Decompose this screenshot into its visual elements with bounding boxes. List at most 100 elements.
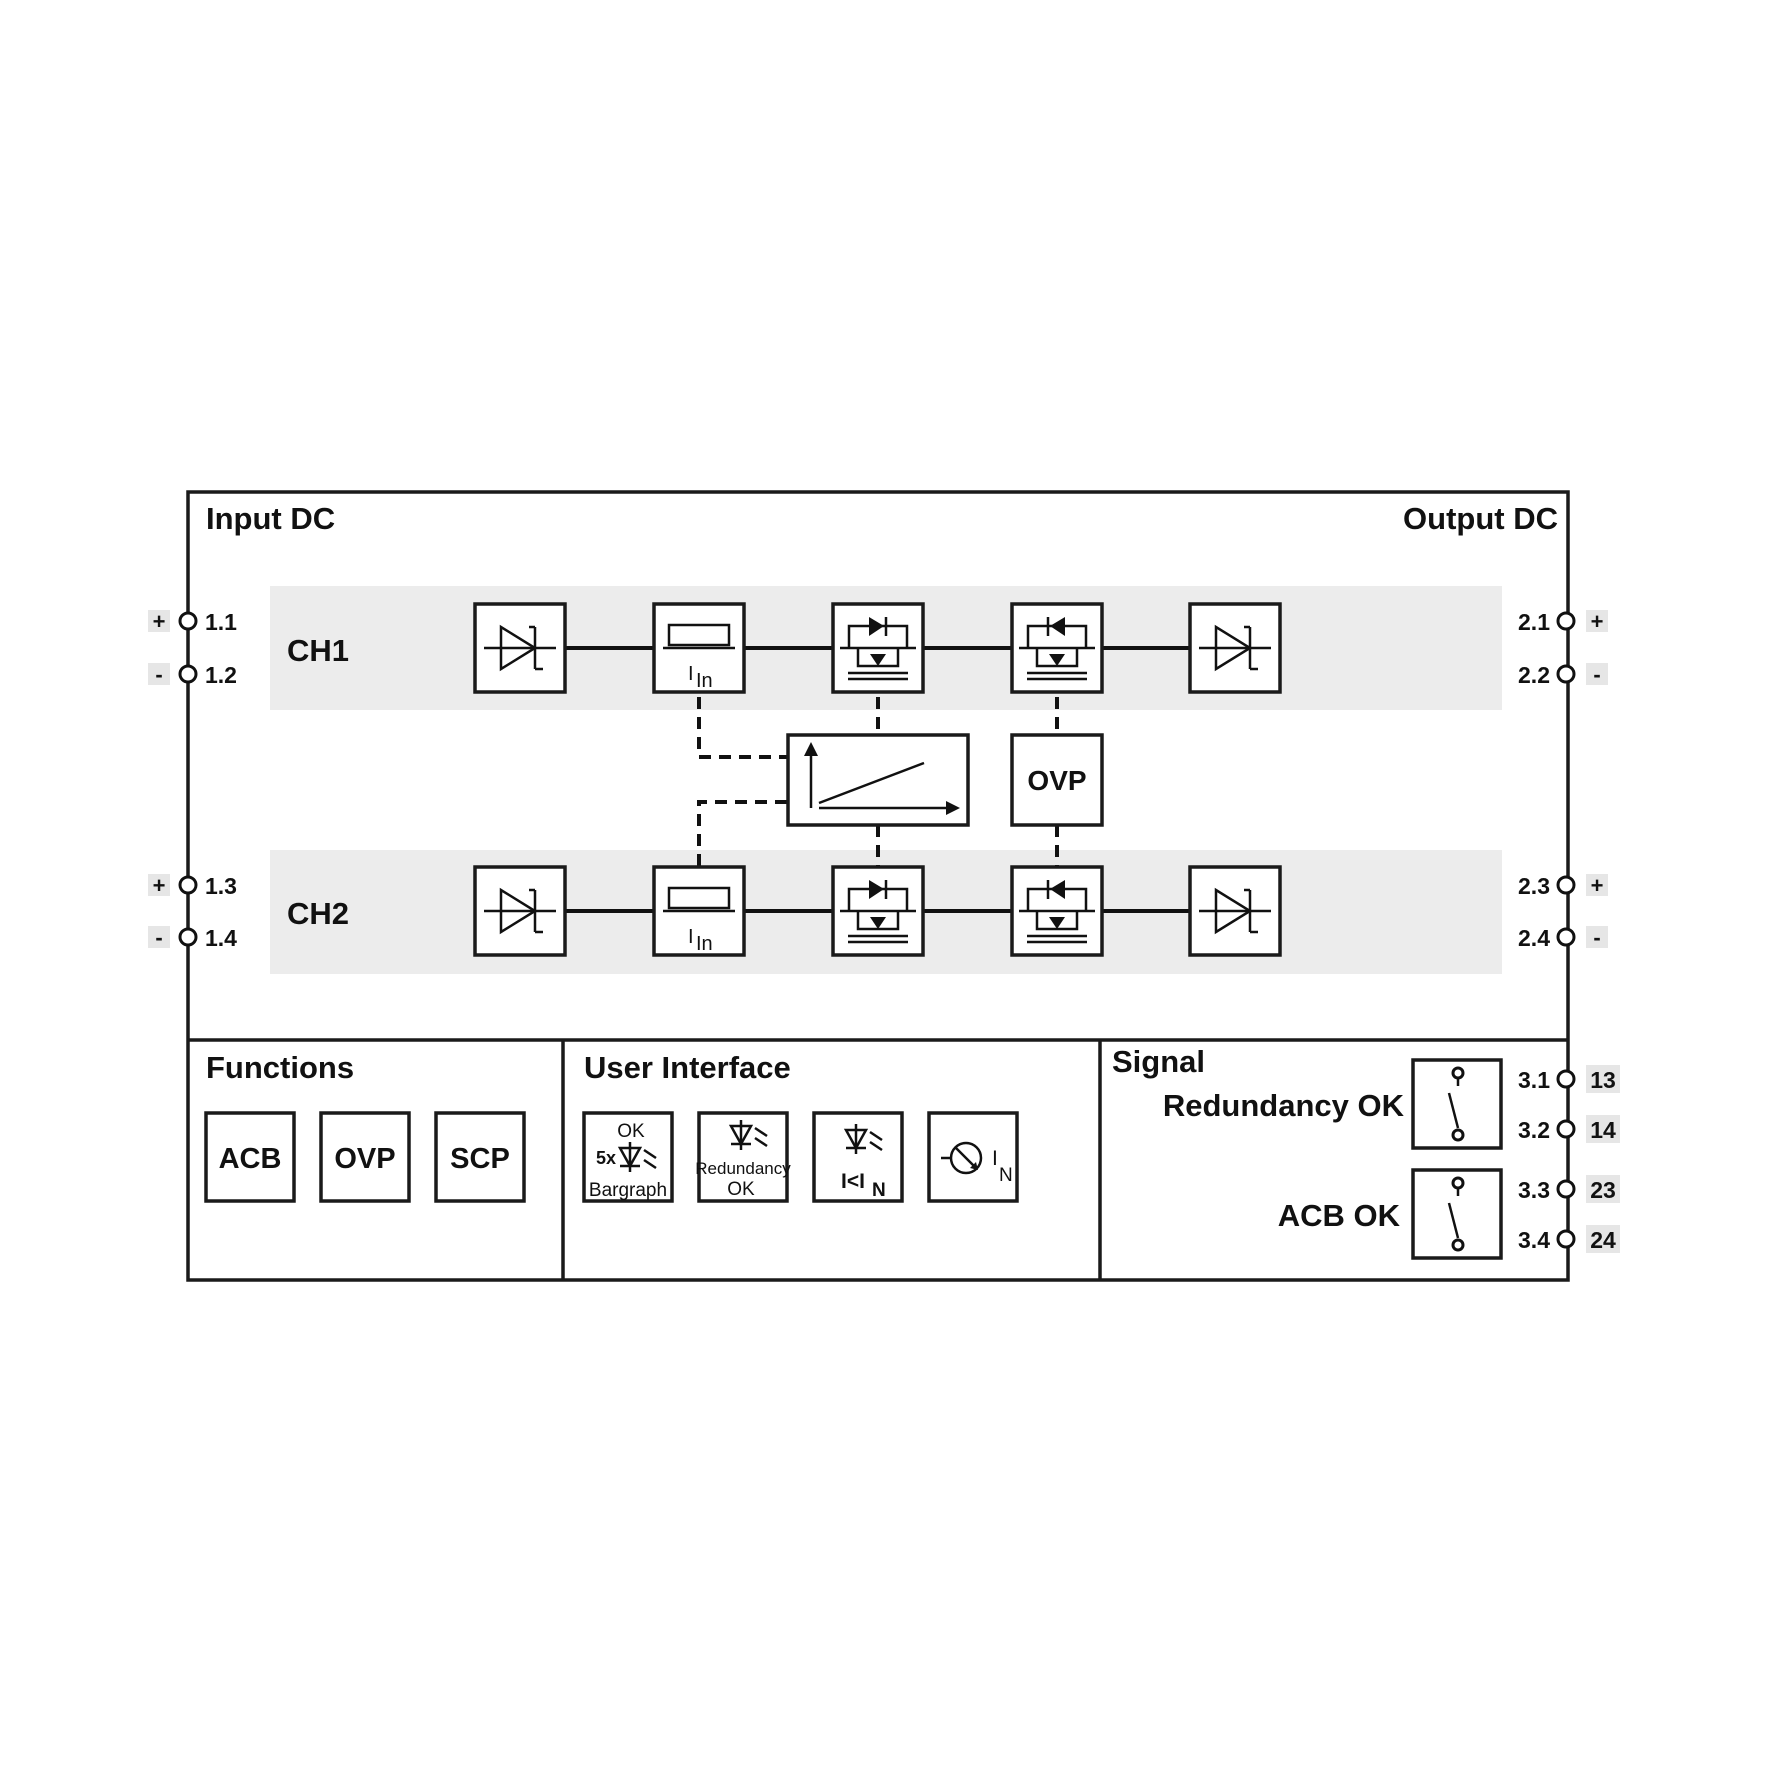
svg-text:+: + [1591, 609, 1604, 634]
load-balancing-controller-block [786, 733, 970, 827]
svg-text:14: 14 [1590, 1117, 1616, 1143]
svg-text:2.3: 2.3 [1518, 873, 1550, 899]
svg-text:3.2: 3.2 [1518, 1117, 1550, 1143]
svg-text:I: I [688, 663, 694, 685]
svg-text:Bargraph: Bargraph [589, 1180, 667, 1201]
led-triangle-icon [1049, 917, 1065, 929]
signal-title: Signal [1112, 1044, 1205, 1079]
diode-icon [1214, 887, 1253, 935]
diode-icon [499, 624, 538, 672]
svg-text:OVP: OVP [1027, 765, 1086, 796]
svg-text:5x: 5x [596, 1148, 616, 1168]
functions-title: Functions [206, 1050, 354, 1085]
ch1-output-diode-block [1188, 602, 1282, 694]
svg-text:+: + [1591, 873, 1604, 898]
svg-text:-: - [1593, 662, 1600, 687]
svg-text:I: I [992, 1147, 998, 1170]
svg-text:OK: OK [727, 1179, 755, 1200]
svg-text:OVP: OVP [334, 1143, 395, 1175]
function-acb: ACB [204, 1111, 296, 1203]
svg-text:13: 13 [1590, 1067, 1616, 1093]
svg-text:2.4: 2.4 [1518, 925, 1550, 951]
svg-text:-: - [1593, 925, 1600, 950]
button-icon [941, 1141, 983, 1175]
svg-text:3.3: 3.3 [1518, 1177, 1550, 1203]
svg-text:23: 23 [1590, 1177, 1616, 1203]
redundancy-ok-label: Redundancy OK [1163, 1088, 1405, 1123]
svg-text:SCP: SCP [450, 1143, 510, 1175]
svg-text:+: + [153, 609, 166, 634]
input-terminal-1-2: - 1.2 [148, 662, 237, 688]
svg-text:OK: OK [617, 1121, 645, 1142]
svg-text:In: In [696, 933, 713, 955]
svg-text:1.2: 1.2 [205, 662, 237, 688]
ui-current-limit: I<I N [812, 1111, 904, 1203]
svg-text:ACB: ACB [219, 1143, 282, 1175]
svg-text:1.1: 1.1 [205, 609, 237, 635]
body-diode-icon [869, 880, 884, 899]
svg-text:24: 24 [1590, 1227, 1616, 1253]
output-dc-title: Output DC [1403, 501, 1558, 536]
diode-icon [499, 887, 538, 935]
led-triangle-icon [870, 654, 886, 666]
output-terminal-2-2: 2.2 - [1518, 662, 1608, 688]
svg-text:In: In [696, 670, 713, 692]
svg-text:I<I: I<I [841, 1170, 865, 1193]
ch2-input-diode-block [473, 865, 567, 957]
user-interface-title: User Interface [584, 1050, 791, 1085]
svg-text:-: - [155, 925, 162, 950]
ui-nominal-current-button[interactable]: I N [927, 1111, 1019, 1203]
svg-text:3.4: 3.4 [1518, 1227, 1550, 1253]
ch2-current-sensor-block: I In [652, 865, 746, 957]
svg-text:+: + [153, 873, 166, 898]
ch2-label: CH2 [287, 896, 349, 931]
output-terminal-2-4: 2.4 - [1518, 925, 1608, 951]
input-terminal-1-1: + 1.1 [148, 609, 237, 635]
ch1-mosfet-block [831, 602, 925, 694]
ch2-mosfet-block [831, 865, 925, 957]
svg-text:2.1: 2.1 [1518, 609, 1550, 635]
svg-text:N: N [872, 1180, 886, 1201]
output-terminal-2-3: 2.3 + [1518, 873, 1608, 899]
acb-ok-label: ACB OK [1278, 1198, 1401, 1233]
ch1-label: CH1 [287, 633, 349, 668]
led-icon [843, 1124, 883, 1154]
input-terminal-1-3: + 1.3 [148, 873, 237, 899]
ui-bargraph: OK 5x Bargraph [582, 1111, 674, 1203]
input-dc-title: Input DC [206, 501, 335, 536]
svg-text:3.1: 3.1 [1518, 1067, 1550, 1093]
acb-ok-relay-contact [1411, 1168, 1503, 1260]
diode-icon [1214, 624, 1253, 672]
ch1-input-diode-block [473, 602, 567, 694]
signal-terminal-3-1: 3.1 13 [1518, 1065, 1620, 1093]
ovp-block: OVP [1010, 733, 1104, 827]
switch-contact-icon [1447, 1202, 1460, 1239]
redundancy-ok-relay-contact [1411, 1058, 1503, 1150]
led-triangle-icon [870, 917, 886, 929]
signal-terminal-3-3: 3.3 23 [1518, 1175, 1620, 1203]
led-icon [617, 1142, 657, 1172]
ui-redundancy-ok: Redundancy OK [695, 1111, 791, 1203]
ch2-current-link [697, 800, 788, 866]
led-icon [728, 1120, 768, 1150]
led-triangle-icon [1049, 654, 1065, 666]
svg-text:N: N [999, 1165, 1013, 1186]
signal-terminal-3-2: 3.2 14 [1518, 1115, 1620, 1143]
input-terminal-1-4: - 1.4 [148, 925, 237, 951]
body-diode-icon [1050, 617, 1065, 636]
ramp-line-icon [818, 761, 925, 805]
ch1-reverse-mosfet-block [1010, 602, 1104, 694]
signal-terminal-3-4: 3.4 24 [1518, 1225, 1620, 1253]
svg-text:1.4: 1.4 [205, 925, 237, 951]
shunt-icon [667, 886, 731, 910]
body-diode-icon [1050, 880, 1065, 899]
svg-text:I: I [688, 926, 694, 948]
ch1-current-link [697, 697, 788, 759]
ch1-current-sensor-block: I In [652, 602, 746, 694]
function-scp: SCP [434, 1111, 526, 1203]
switch-contact-icon [1447, 1092, 1460, 1129]
svg-text:2.2: 2.2 [1518, 662, 1550, 688]
svg-text:1.3: 1.3 [205, 873, 237, 899]
svg-text:Redundancy: Redundancy [695, 1159, 791, 1178]
